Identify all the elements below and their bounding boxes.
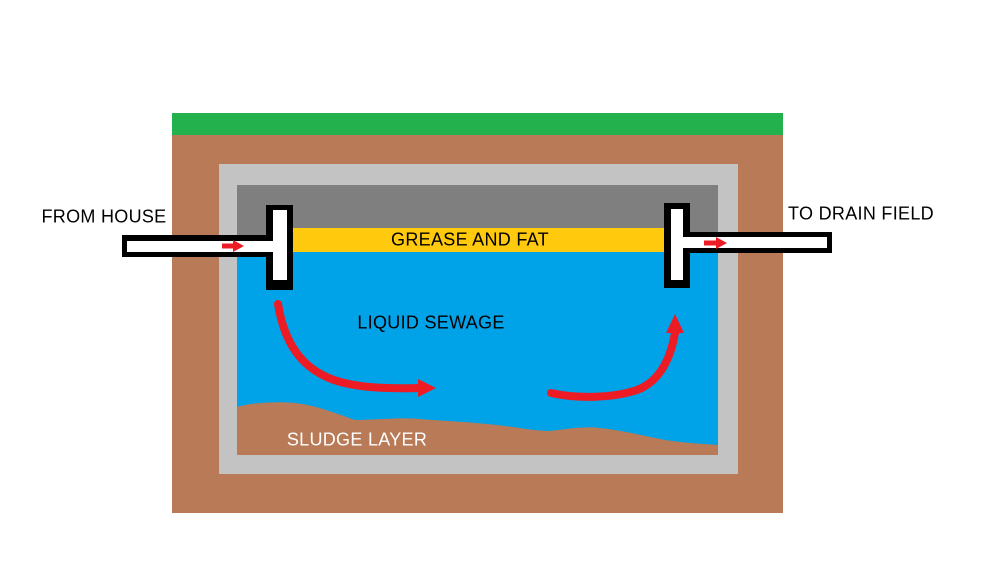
sludge-layer-label: SLUDGE LAYER xyxy=(286,429,428,450)
inlet-baffle-bore xyxy=(273,210,287,280)
grass-strip xyxy=(172,113,783,135)
to-drain-field-label: TO DRAIN FIELD xyxy=(788,203,934,224)
liquid-sewage-area xyxy=(237,252,718,455)
grease-layer xyxy=(266,228,688,252)
grease-and-fat-label: GREASE AND FAT xyxy=(391,229,549,250)
liquid-sewage-label: LIQUID SEWAGE xyxy=(357,312,505,333)
inlet-pipe-bore xyxy=(127,241,287,252)
from-house-label: FROM HOUSE xyxy=(41,206,167,227)
outlet-pipe-bore xyxy=(677,237,827,248)
tank-headspace xyxy=(237,185,718,235)
